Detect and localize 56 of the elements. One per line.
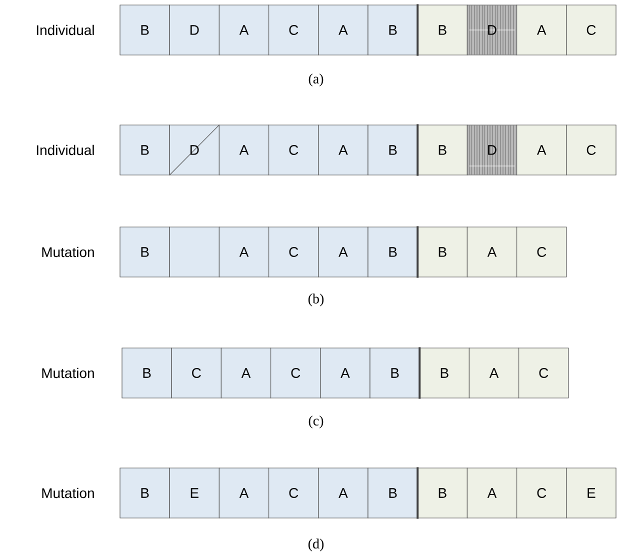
cell: C — [270, 348, 321, 398]
row-label: Individual — [36, 24, 94, 36]
cell: A — [320, 348, 370, 398]
cell: B — [417, 226, 468, 278]
hatched-cell: D — [466, 4, 518, 56]
cell: B — [120, 4, 170, 56]
cell: B — [368, 4, 418, 56]
cell: B — [120, 226, 170, 278]
row-label: Mutation — [42, 488, 94, 498]
subfigure-caption: (d) — [308, 538, 324, 552]
cell: A — [218, 4, 270, 56]
cell: C — [268, 226, 319, 278]
row-label: Mutation — [42, 246, 94, 258]
cell: A — [318, 226, 368, 278]
cell: A — [468, 348, 520, 398]
cell: C — [566, 4, 616, 56]
hatched-cell: D — [466, 124, 518, 176]
cell: B — [122, 348, 172, 398]
cell: C — [516, 226, 567, 278]
cell: C — [518, 348, 569, 398]
empty-cell — [169, 226, 220, 278]
cell: D — [169, 4, 220, 56]
cell: E — [169, 468, 220, 518]
cell: B — [417, 124, 468, 176]
cell: C — [268, 4, 319, 56]
cell: B — [120, 124, 170, 176]
cell: C — [268, 468, 319, 518]
cell: A — [466, 226, 518, 278]
subfigure-caption: (b) — [308, 294, 324, 306]
cell: A — [466, 468, 518, 518]
cell: A — [218, 124, 270, 176]
cell: B — [368, 226, 418, 278]
cell: B — [419, 348, 470, 398]
cell: C — [516, 468, 567, 518]
cell: A — [516, 124, 567, 176]
cell: A — [318, 4, 368, 56]
row-label: Mutation — [42, 368, 94, 378]
cell: A — [318, 124, 368, 176]
cell: C — [566, 124, 616, 176]
cell: B — [417, 468, 468, 518]
cell: A — [218, 468, 270, 518]
cell: B — [368, 468, 418, 518]
cell: B — [417, 4, 468, 56]
row-label: Individual — [36, 144, 94, 156]
cell: A — [218, 226, 270, 278]
cell: C — [171, 348, 222, 398]
cell: E — [566, 468, 616, 518]
cell: A — [516, 4, 567, 56]
cell: A — [318, 468, 368, 518]
subfigure-caption: (a) — [308, 74, 324, 86]
cell: A — [220, 348, 272, 398]
cell: B — [370, 348, 420, 398]
cell: C — [268, 124, 319, 176]
subfigure-caption: (c) — [308, 416, 324, 428]
cell: B — [368, 124, 418, 176]
cell: B — [120, 468, 170, 518]
